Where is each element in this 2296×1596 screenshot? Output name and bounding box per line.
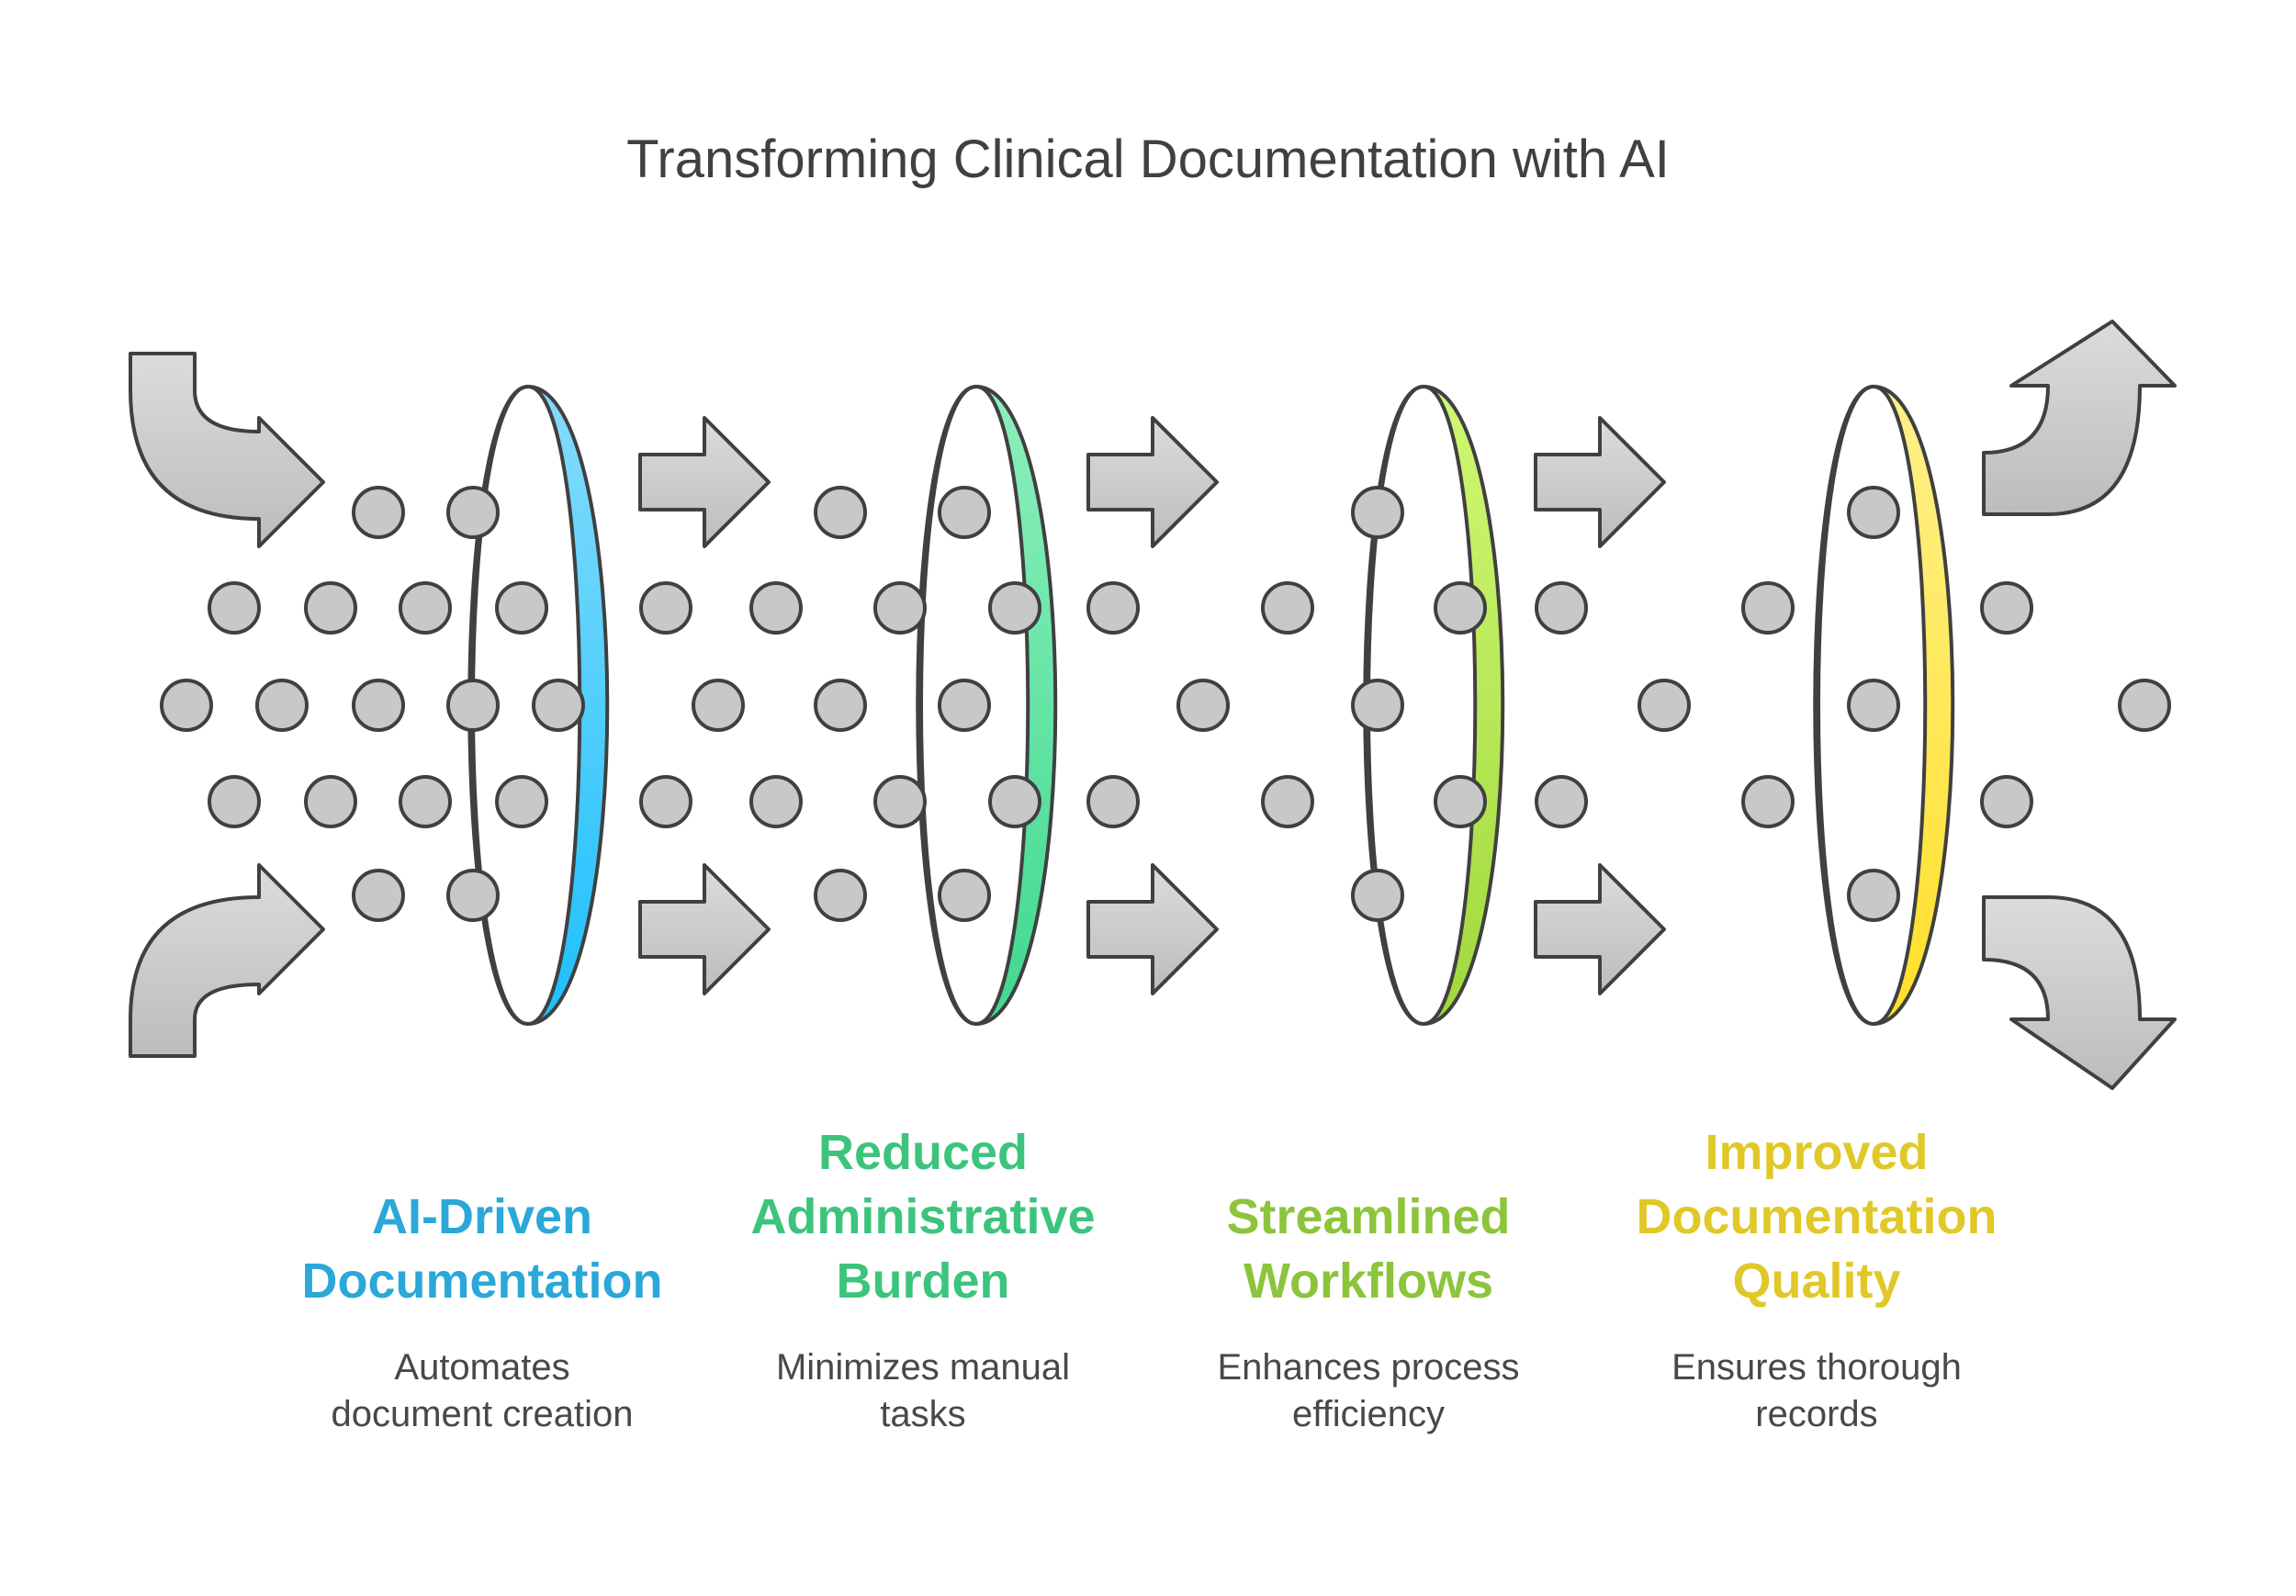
stage-1-title-line-1: AI-Driven — [371, 1189, 593, 1244]
stage-4-title: Improved Documentation Quality — [1578, 1120, 2055, 1313]
particle-dot — [1261, 581, 1314, 635]
particle-dot — [1741, 775, 1795, 828]
curved-arrow-out-bottom-icon — [1982, 895, 2177, 1090]
straight-arrow-icon — [1086, 416, 1219, 548]
stage-4-description: Ensures thorough records — [1578, 1344, 2055, 1438]
straight-arrow-icon — [1086, 863, 1219, 995]
particle-dot — [814, 486, 867, 539]
particle-dot — [1351, 869, 1404, 922]
stage-4-title-line-3: Quality — [1732, 1253, 1901, 1309]
particle-dot — [1351, 679, 1404, 732]
particle-dot — [814, 869, 867, 922]
curved-arrow-out-top-icon — [1982, 320, 2177, 516]
curved-arrow-in-top-icon — [129, 352, 325, 548]
stage-1-title-line-2: Documentation — [301, 1253, 663, 1309]
particle-dot — [639, 775, 692, 828]
diagram-title: Transforming Clinical Documentation with… — [626, 129, 1670, 189]
particle-dot — [988, 581, 1041, 635]
particle-dot — [873, 775, 927, 828]
stage-1-desc-line-1: Automates — [394, 1347, 570, 1388]
stage-1-desc-line-2: document creation — [331, 1394, 634, 1434]
stage-4-desc-line-1: Ensures thorough — [1671, 1347, 1962, 1388]
particle-dot — [352, 869, 405, 922]
particle-dot — [988, 775, 1041, 828]
stage-4-desc-line-2: records — [1755, 1394, 1878, 1434]
particle-dot — [1847, 486, 1900, 539]
stage-3-description: Enhances process efficiency — [1130, 1344, 1607, 1438]
ring-icon — [1363, 385, 1505, 1026]
particle-dot — [399, 775, 452, 828]
particle-dot — [208, 581, 261, 635]
particle-dot — [255, 679, 309, 732]
particle-dot — [1847, 869, 1900, 922]
particle-dot — [399, 581, 452, 635]
particle-dot — [1980, 581, 2033, 635]
particle-dot — [639, 581, 692, 635]
particle-dot — [304, 775, 357, 828]
particle-dot — [938, 486, 991, 539]
stage-2-title: Reduced Administrative Burden — [684, 1120, 1162, 1313]
straight-arrow-icon — [638, 416, 771, 548]
stage-2-title-line-1: Reduced — [817, 1125, 1029, 1180]
particle-dot — [1535, 581, 1588, 635]
stage-2-desc-line-1: Minimizes manual — [775, 1347, 1071, 1388]
stage-3-title: Streamlined Workflows — [1130, 1185, 1607, 1313]
particle-dot — [446, 679, 500, 732]
particle-dot — [814, 679, 867, 732]
particle-dot — [1847, 679, 1900, 732]
particle-dot — [873, 581, 927, 635]
stage-2-desc-line-2: tasks — [880, 1394, 966, 1434]
stage-1-title: AI-Driven Documentation — [243, 1185, 721, 1313]
particle-dot — [352, 486, 405, 539]
particle-dot — [160, 679, 213, 732]
stage-3-title-line-1: Streamlined — [1226, 1189, 1511, 1244]
stage-3-desc-line-2: efficiency — [1291, 1394, 1445, 1434]
particle-dot — [352, 679, 405, 732]
particle-dot — [1638, 679, 1691, 732]
straight-arrow-icon — [1534, 416, 1666, 548]
stage-1-description: Automates document creation — [243, 1344, 721, 1438]
straight-arrow-icon — [1534, 863, 1666, 995]
particle-dot — [532, 679, 585, 732]
stage-2-title-line-3: Burden — [836, 1253, 1010, 1309]
particle-dot — [1086, 581, 1140, 635]
particle-dot — [1176, 679, 1230, 732]
particle-dot — [1261, 775, 1314, 828]
stage-2-title-line-2: Administrative — [750, 1189, 1096, 1244]
particle-dot — [495, 581, 548, 635]
particle-dot — [1535, 775, 1588, 828]
particle-dot — [938, 869, 991, 922]
particle-dot — [938, 679, 991, 732]
stage-3-desc-line-1: Enhances process — [1217, 1347, 1520, 1388]
particle-dot — [1980, 775, 2033, 828]
stage-4-title-line-2: Documentation — [1636, 1189, 1998, 1244]
particle-dot — [208, 775, 261, 828]
particle-dot — [2118, 679, 2171, 732]
particle-dot — [1086, 775, 1140, 828]
stage-2-description: Minimizes manual tasks — [684, 1344, 1162, 1438]
stage-4-title-line-1: Improved — [1705, 1125, 1929, 1180]
particle-dot — [692, 679, 745, 732]
straight-arrow-icon — [638, 863, 771, 995]
particle-dot — [446, 869, 500, 922]
particle-dot — [446, 486, 500, 539]
particle-dot — [495, 775, 548, 828]
particle-dot — [1351, 486, 1404, 539]
particle-dot — [749, 581, 803, 635]
particle-dot — [749, 775, 803, 828]
particle-dot — [1741, 581, 1795, 635]
particle-dot — [1434, 775, 1487, 828]
particle-dot — [304, 581, 357, 635]
curved-arrow-in-bottom-icon — [129, 863, 325, 1058]
stage-3-title-line-2: Workflows — [1243, 1253, 1494, 1309]
particle-dot — [1434, 581, 1487, 635]
